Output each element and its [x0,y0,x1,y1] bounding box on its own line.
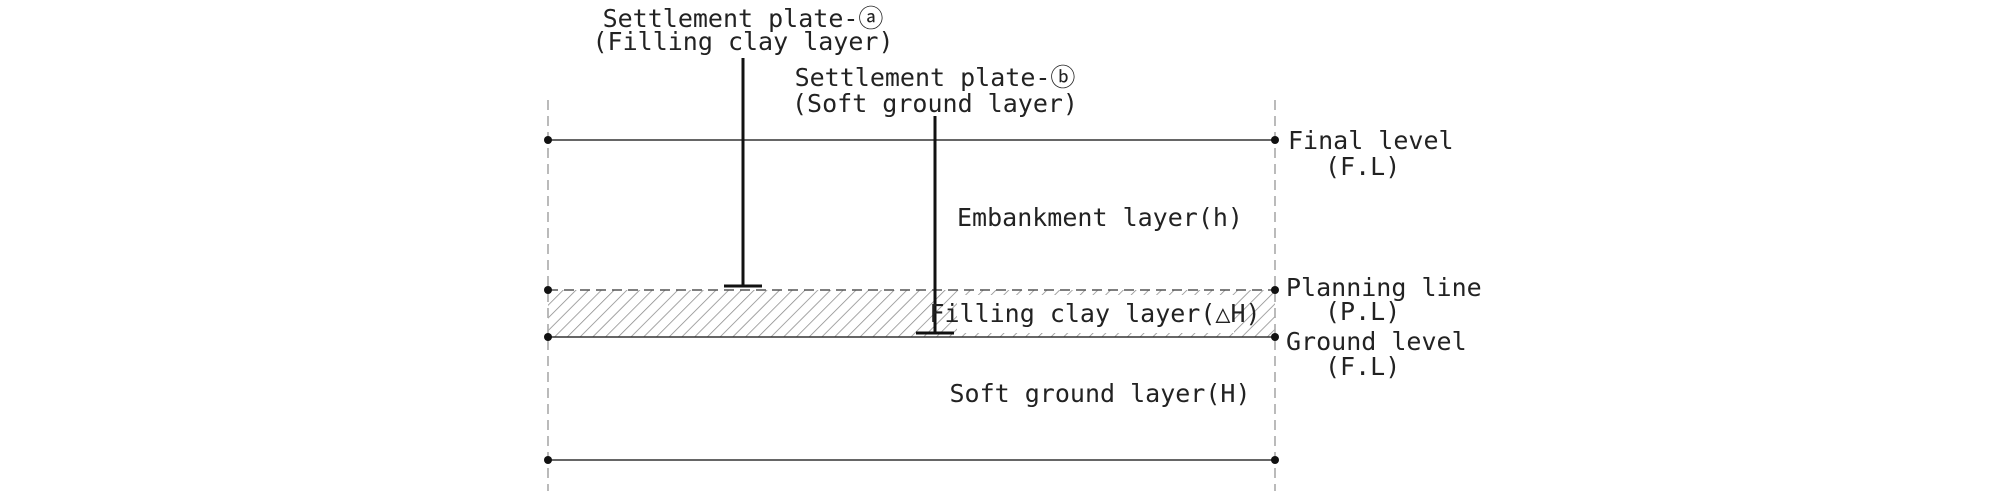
node-planning-left [544,286,552,294]
node-bottom-right [1271,456,1279,464]
embankment-layer-label: Embankment layer(h) [957,203,1243,232]
node-final-right [1271,136,1279,144]
planning-line-name: Planning line [1286,273,1482,302]
node-ground-left [544,333,552,341]
final-level-name: Final level [1288,126,1454,155]
node-final-left [544,136,552,144]
ground-level-abbr: (F.L) [1325,352,1400,381]
plate-a-title: Settlement plate-ⓐ [603,4,884,33]
filling-clay-layer-label: Filling clay layer(△H) [929,299,1260,328]
soft-ground-layer-label: Soft ground layer(H) [949,379,1250,408]
final-level-abbr: (F.L) [1325,152,1400,181]
plate-a-subtitle: (Filling clay layer) [592,27,893,56]
node-bottom-left [544,456,552,464]
filling-clay-label-background [957,295,1234,333]
ground-level-name: Ground level [1286,327,1467,356]
node-ground-right [1271,333,1279,341]
plate-b-subtitle: (Soft ground layer) [792,89,1078,118]
plate-b-title: Settlement plate-ⓑ [795,63,1076,92]
node-planning-right [1271,286,1279,294]
planning-line-abbr: (P.L) [1325,297,1400,326]
